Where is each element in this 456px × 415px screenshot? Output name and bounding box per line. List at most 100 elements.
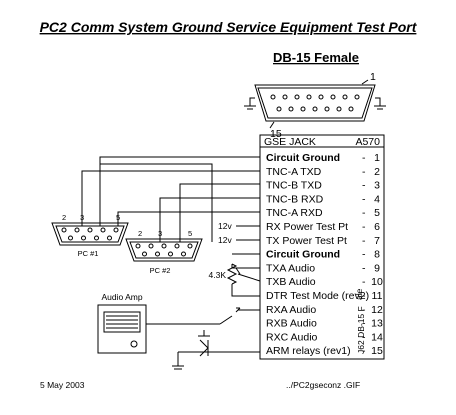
pc1-pin-c: 5: [116, 213, 120, 222]
jack-vertical-label: J62 DB-15 F: [356, 306, 366, 354]
jack-side-label: ale: [354, 288, 364, 300]
jack-pin-number: 10: [371, 276, 383, 288]
jack-pin-number: 11: [372, 290, 383, 302]
db9-hole: [181, 251, 186, 257]
db9-hole: [61, 227, 67, 233]
resistor-value: 4.3K: [209, 270, 227, 280]
jack-pin-label: TXB Audio: [266, 276, 316, 288]
jack-pin-dash: -: [362, 180, 366, 192]
jack-pin-dash: -: [362, 276, 366, 288]
db15-hole: [282, 94, 288, 100]
jack-pin-number: 6: [374, 221, 380, 233]
db9-hole: [168, 251, 173, 257]
jack-ref: A570: [355, 136, 380, 148]
jack-pin-number: 15: [371, 345, 383, 357]
jack-pin-dash: -: [362, 166, 366, 178]
db15-hole: [306, 94, 312, 100]
db15-hole: [330, 94, 336, 100]
jack-pin-dash: -: [362, 304, 366, 316]
jack-pin-dash: -: [362, 235, 366, 247]
db9-hole: [74, 227, 80, 233]
pc2-connector: [125, 238, 203, 262]
db15-hole: [348, 106, 354, 112]
jack-pin-label: TNC-B RXD: [266, 193, 324, 205]
db9-hole: [148, 243, 154, 249]
jack-pin-number: 7: [374, 235, 380, 247]
pc1-label: PC #1: [78, 249, 99, 258]
jack-pin-label: TNC-A TXD: [266, 166, 322, 178]
jack-pin-label: Circuit Ground: [266, 152, 340, 164]
footer-date: 5 May 2003: [40, 380, 85, 390]
jack-pin-label: RX Power Test Pt: [266, 221, 348, 233]
jack-pin-label: Circuit Ground: [266, 249, 340, 261]
db9-hole: [142, 251, 147, 257]
connector-title: DB-15 Female: [273, 50, 359, 65]
db9-hole: [107, 235, 112, 241]
jack-name: GSE JACK: [264, 136, 316, 148]
serial-wiring: [81, 156, 260, 242]
db15-hole: [276, 106, 282, 112]
pc2-pin-b: 3: [158, 229, 162, 238]
jack-pin-dash: -: [362, 152, 366, 164]
jack-pin-number: 2: [374, 166, 380, 178]
db15-hole: [288, 106, 294, 112]
connector-pin-last: 15: [270, 128, 282, 140]
gse-jack-box: [259, 134, 385, 360]
db15-hole: [336, 106, 342, 112]
pc2-pin-a: 2: [138, 229, 142, 238]
jack-pin-number: 8: [374, 249, 380, 261]
audio-amp-speaker: [97, 304, 147, 354]
db15-hole: [354, 94, 360, 100]
tx-voltage: 12v: [218, 235, 232, 245]
jack-pin-number: 13: [371, 318, 383, 330]
jack-pin-number: 3: [374, 180, 380, 192]
jack-pin-label: RXB Audio: [266, 318, 317, 330]
jack-pin-label: RXC Audio: [266, 331, 318, 343]
jack-pin-dash: -: [362, 290, 366, 302]
jack-pin-dash: -: [362, 331, 366, 343]
jack-pin-dash: -: [362, 345, 366, 357]
jack-pin-dash: -: [362, 193, 366, 205]
jack-pin-number: 14: [371, 331, 383, 343]
db9-hole: [161, 243, 167, 249]
jack-pin-dash: -: [362, 318, 366, 330]
pc1-pin-b: 3: [80, 213, 84, 222]
jack-pin-number: 12: [371, 304, 383, 316]
jack-pin-number: 9: [374, 262, 380, 274]
db15-hole: [270, 94, 276, 100]
pc2-label: PC #2: [150, 266, 171, 275]
pc1-pin-a: 2: [62, 213, 66, 222]
jack-pin-label: DTR Test Mode (rev2): [266, 290, 369, 302]
db15-hole: [312, 106, 318, 112]
jack-pin-dash: -: [362, 262, 366, 274]
pc1-connector: [51, 222, 129, 246]
rx-voltage: 12v: [218, 221, 232, 231]
db15-hole: [324, 106, 330, 112]
diagram-title: PC2 Comm System Ground Service Equipment…: [40, 19, 418, 35]
db9-hole: [187, 243, 193, 249]
audio-amp-label: Audio Amp: [101, 292, 142, 302]
jack-pin-label: TNC-B TXD: [266, 180, 322, 192]
jack-pin-dash: -: [362, 207, 366, 219]
jack-pin-label: TNC-A RXD: [266, 207, 323, 219]
jack-pin-label: RXA Audio: [266, 304, 316, 316]
jack-pin-label: TX Power Test Pt: [266, 235, 347, 247]
jack-pin-number: 1: [374, 152, 380, 164]
connector-pin-first: 1: [370, 71, 376, 83]
db9-hole: [87, 227, 93, 233]
db15-connector: [244, 79, 386, 129]
db9-hole: [68, 235, 73, 241]
db9-hole: [113, 227, 119, 233]
db9-hole: [174, 243, 180, 249]
db9-hole: [155, 251, 160, 257]
arm-relay-switch: [172, 330, 260, 370]
jack-pin-label: TXA Audio: [266, 262, 315, 274]
db15-pin-holes: [270, 94, 360, 112]
jack-pin-dash: -: [362, 221, 366, 233]
resistor-network: [226, 263, 261, 297]
db15-hole: [318, 94, 324, 100]
db9-hole: [135, 243, 141, 249]
